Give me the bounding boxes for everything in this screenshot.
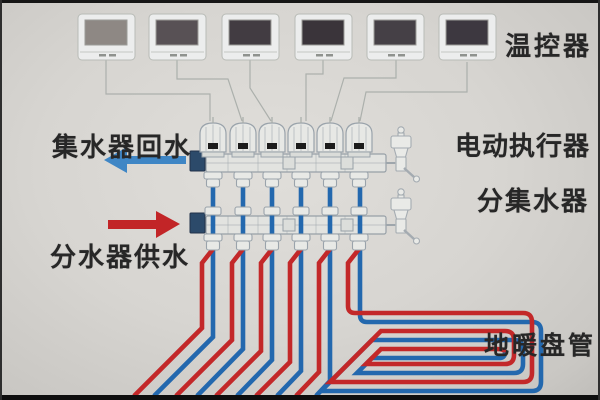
photo-border-top xyxy=(0,0,600,3)
thermostat-screen xyxy=(228,19,272,46)
thermostat-wire xyxy=(330,60,397,122)
thermostat-screen xyxy=(301,19,345,46)
thermostat xyxy=(438,13,497,61)
thermostat-wire xyxy=(359,62,468,122)
thermostat-wire xyxy=(305,60,324,121)
supply-pipe xyxy=(214,247,274,398)
return-flow-arrow-icon xyxy=(104,147,186,173)
thermostat xyxy=(221,13,280,61)
thermostat-screen xyxy=(84,19,128,46)
actuator xyxy=(258,116,286,158)
thermostat xyxy=(148,13,207,61)
thermostat-wires xyxy=(105,60,468,122)
pipe-union-nut xyxy=(203,171,223,188)
actuator xyxy=(199,116,227,158)
supply-pipe xyxy=(174,247,245,398)
thermostat-row xyxy=(77,13,497,61)
pipe-union-nut xyxy=(291,171,311,188)
air-vent-valve xyxy=(384,125,421,184)
supply-line-label: 分水器供水 xyxy=(50,243,191,273)
supply-pipe xyxy=(294,247,332,398)
actuator xyxy=(229,116,257,158)
photo-border-bottom xyxy=(0,395,600,400)
manifold-end-cap xyxy=(189,150,206,172)
supply-manifold-bar xyxy=(189,212,395,235)
pipe-union-nut xyxy=(233,171,253,188)
actuator xyxy=(287,116,315,158)
pipe-union-nut xyxy=(262,171,282,188)
actuator xyxy=(316,116,344,158)
thermostat-label: 温控器 xyxy=(505,32,593,62)
return-line-label: 集水器回水 xyxy=(52,133,193,163)
actuator-label: 电动执行器 xyxy=(455,132,591,162)
photo-border-right xyxy=(598,0,600,400)
thermostat-screen xyxy=(155,19,199,46)
manifold-end-cap xyxy=(189,212,206,234)
thermostat-screen xyxy=(445,19,489,46)
actuator-row xyxy=(199,116,373,158)
thermostat xyxy=(294,13,353,61)
thermostat-wire xyxy=(249,60,272,122)
supply-flow-arrow-icon xyxy=(108,211,180,238)
pipe-union-nuts xyxy=(203,171,369,251)
thermostat-screen xyxy=(373,19,417,46)
actuator xyxy=(345,116,373,158)
supply-pipe xyxy=(254,247,303,398)
return-manifold-bar xyxy=(189,150,395,173)
thermostat-wire xyxy=(176,60,243,122)
thermostat xyxy=(77,13,136,61)
photo-border-left xyxy=(0,0,2,400)
supply-spiral-pipe xyxy=(324,247,535,385)
pipe-union-nut xyxy=(320,171,340,188)
coil-label: 地暖盘管 xyxy=(484,331,597,360)
thermostat-wire xyxy=(105,60,211,121)
pipe-union-nut xyxy=(349,171,369,188)
supply-pipes xyxy=(132,247,535,398)
thermostat xyxy=(366,13,425,61)
air-vent-valve xyxy=(384,187,421,246)
manifold-label: 分集水器 xyxy=(477,187,590,217)
supply-pipe xyxy=(132,247,215,398)
